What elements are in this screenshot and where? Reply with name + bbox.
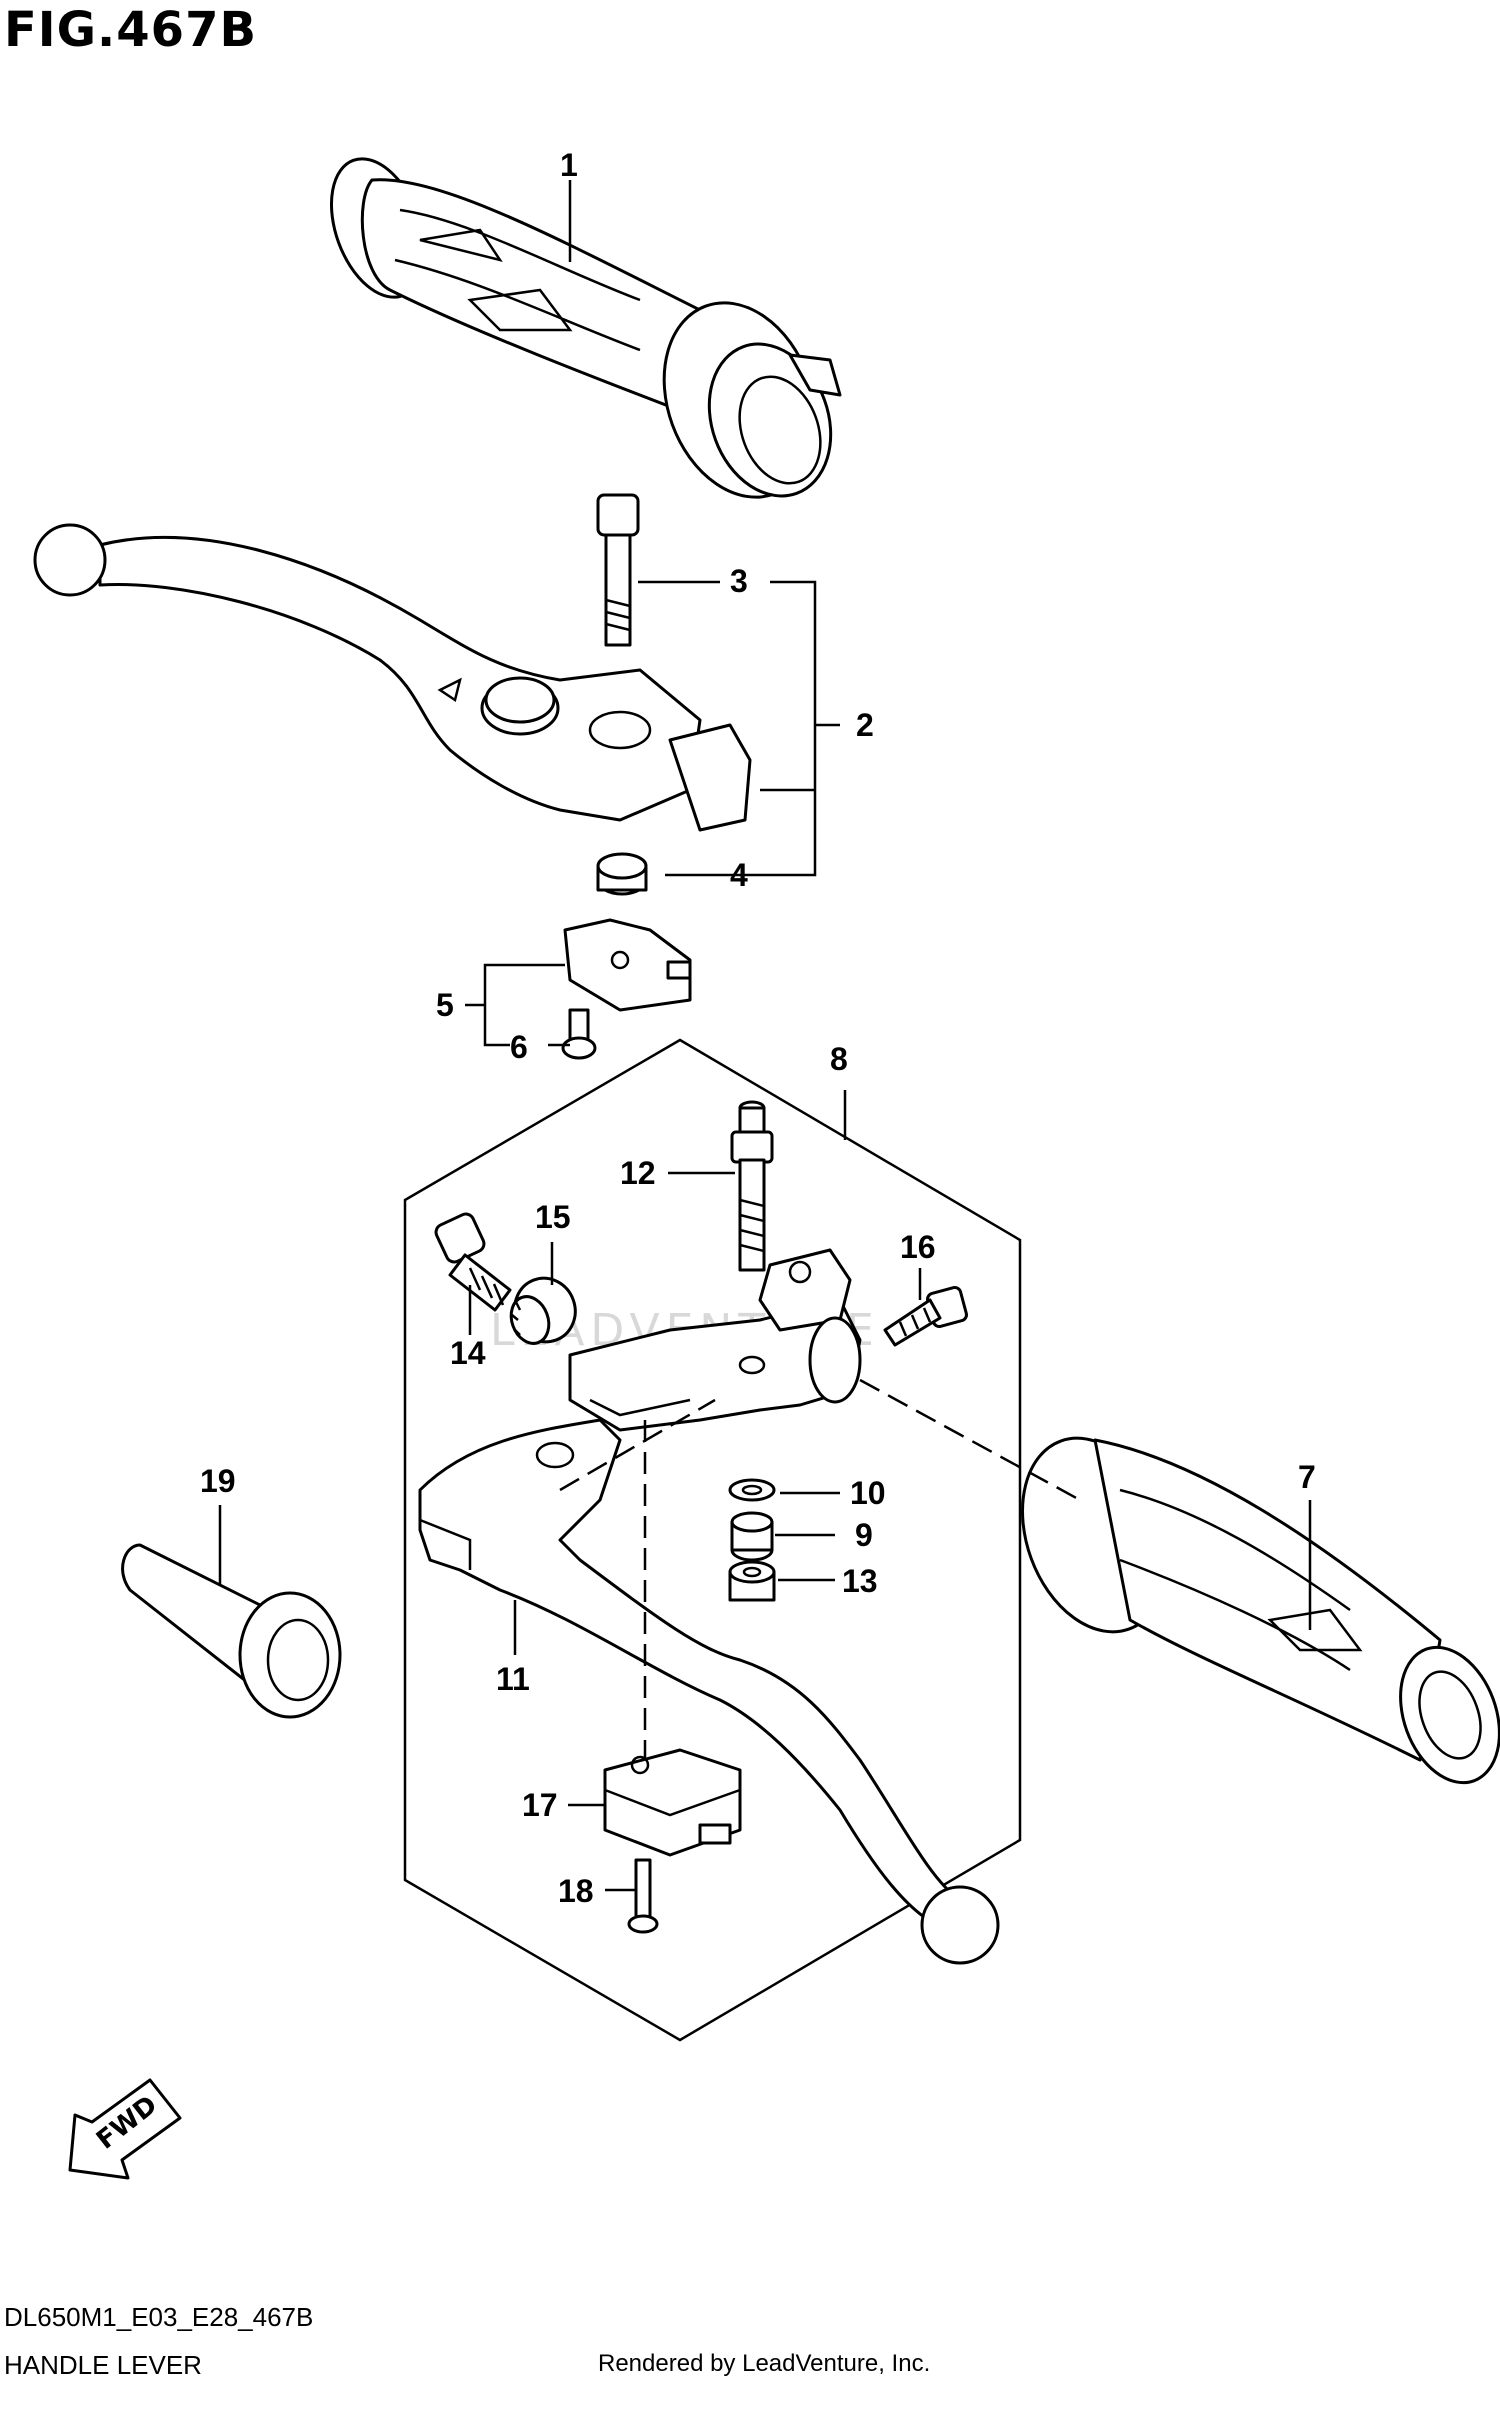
callout-6: 6 <box>510 1029 528 1065</box>
diagram-code: DL650M1_E03_E28_467B <box>4 2302 314 2332</box>
callout-14: 14 <box>450 1335 486 1371</box>
part-3-bolt[interactable] <box>596 493 640 647</box>
section-name: HANDLE LEVER <box>4 2350 202 2380</box>
callout-7: 7 <box>1298 1459 1316 1495</box>
part-18-screw[interactable] <box>627 1858 659 1934</box>
part-1-grip[interactable] <box>314 146 851 519</box>
callout-1: 1 <box>560 147 578 183</box>
callout-9: 9 <box>855 1517 873 1553</box>
callout-13: 13 <box>842 1563 878 1599</box>
callout-4: 4 <box>730 857 748 893</box>
part-11-clutch-lever[interactable] <box>418 1418 1000 1965</box>
part-10-washer[interactable] <box>728 1478 776 1502</box>
render-credit: Rendered by LeadVenture, Inc. <box>598 2350 931 2377</box>
part-9-collar[interactable] <box>730 1511 774 1562</box>
callout-10: 10 <box>850 1475 886 1511</box>
assembly-8-frame <box>403 1038 1022 2042</box>
part-17-switch[interactable] <box>603 1748 742 1857</box>
part-2-brake-lever[interactable] <box>33 523 752 832</box>
callout-12: 12 <box>620 1155 656 1191</box>
part-14-adjuster[interactable] <box>433 1211 512 1312</box>
part-4-nut[interactable] <box>596 852 648 896</box>
callout-17: 17 <box>522 1787 558 1823</box>
callout-2: 2 <box>856 707 874 743</box>
fwd-arrow-icon: FWD <box>68 2078 182 2180</box>
callout-18: 18 <box>558 1873 594 1909</box>
callout-11: 11 <box>496 1661 530 1697</box>
callout-19: 19 <box>200 1463 236 1499</box>
part-15-spring[interactable] <box>505 1270 584 1351</box>
callout-8: 8 <box>830 1041 848 1077</box>
callout-16: 16 <box>900 1229 936 1265</box>
part-6-screw[interactable] <box>561 1008 597 1060</box>
callout-5: 5 <box>436 987 454 1023</box>
part-12-bolt[interactable] <box>730 1100 774 1272</box>
leader-lines <box>218 180 1312 1892</box>
callout-15: 15 <box>535 1199 571 1235</box>
figure-title: FIG.467B <box>4 2 258 58</box>
part-16-bolt[interactable] <box>883 1286 968 1347</box>
callout-3: 3 <box>730 563 748 599</box>
part-13-nut[interactable] <box>728 1560 776 1602</box>
callout-numbers: 1 3 2 4 5 6 8 12 15 16 14 19 7 10 9 13 1… <box>200 147 1316 1909</box>
lever-perch[interactable] <box>568 1248 862 1432</box>
part-19-cap[interactable] <box>121 1543 342 1719</box>
part-7-grip[interactable] <box>997 1418 1500 1797</box>
part-5-switch[interactable] <box>563 918 692 1012</box>
